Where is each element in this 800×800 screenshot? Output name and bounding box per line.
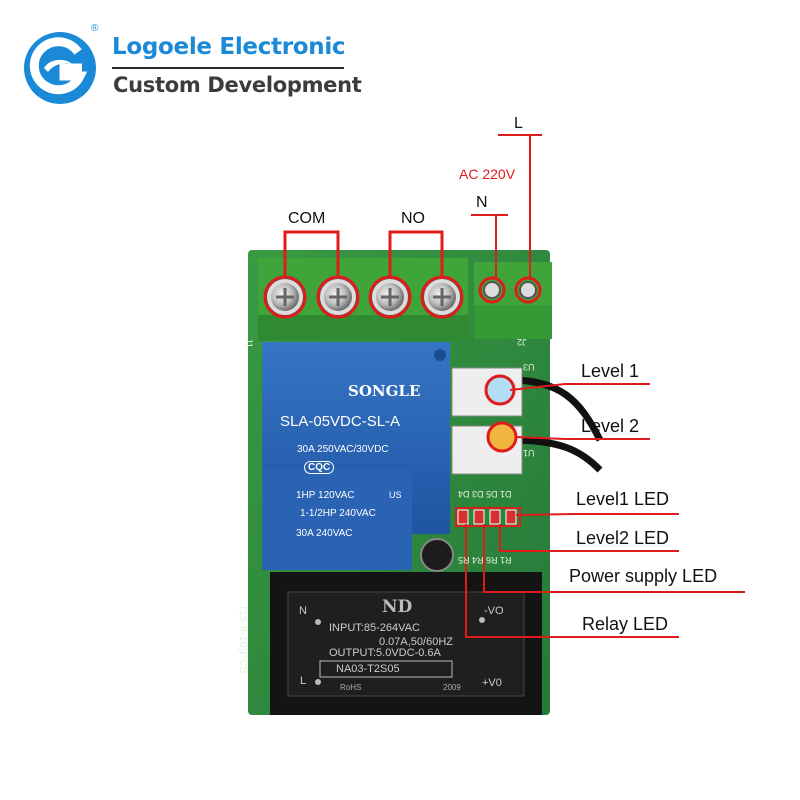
callout-level1-led: Level1 LED xyxy=(576,489,670,509)
silk-u3: U3 xyxy=(523,362,535,372)
power-year: 2009 xyxy=(443,683,461,692)
silk-j2: J2 xyxy=(517,337,527,347)
callout-level2-led: Level2 LED xyxy=(576,528,670,548)
no-label: NO xyxy=(401,210,425,227)
relay-rating3: 1-1/2HP 240VAC xyxy=(300,508,376,519)
power-pin-vo-pos: +V0 xyxy=(482,677,502,689)
relay-model: SLA-05VDC-SL-A xyxy=(280,413,401,430)
power-pin-vo-neg: -VO xyxy=(484,605,504,617)
relay-brand: SONGLE xyxy=(348,382,421,400)
power-module-logo: ND xyxy=(382,597,413,617)
power-input: INPUT:85-264VAC xyxy=(329,622,420,634)
l-label: L xyxy=(514,115,523,132)
silk-j1: J1 xyxy=(243,338,254,348)
logo-mark-icon xyxy=(24,32,96,104)
power-output: OUTPUT:5.0VDC-0.6A xyxy=(329,647,441,659)
power-model: NA03-T2S05 xyxy=(336,663,400,675)
brand-logo xyxy=(20,28,100,108)
silk-res-ids: R1 R6 R4 R5 xyxy=(458,555,512,565)
com-label: COM xyxy=(288,210,326,227)
relay-ul-mark: US xyxy=(389,490,402,500)
status-leds xyxy=(457,509,517,525)
relay-rating4: 30A 240VAC xyxy=(296,528,353,539)
brand-divider xyxy=(112,67,344,69)
brand-title: Logoele Electronic xyxy=(112,34,346,60)
silk-u1: U1 xyxy=(523,448,535,458)
power-pin-l: L xyxy=(300,675,307,687)
callout-level2: Level 2 xyxy=(581,416,640,436)
callout-power-led: Power supply LED xyxy=(569,566,718,586)
power-input-current: 0.07A,50/60HZ xyxy=(379,636,453,648)
relay-rating2: 1HP 120VAC xyxy=(296,490,355,501)
pcb-marking: (15-6-10)PCB xyxy=(236,606,249,674)
capacitor xyxy=(420,538,454,572)
registered-mark: ® xyxy=(91,23,99,34)
ac-voltage-label: AC 220V xyxy=(459,166,516,182)
no-bracket xyxy=(388,230,444,277)
n-label: N xyxy=(476,194,488,211)
sensor-cable xyxy=(509,376,604,442)
power-rohs: RoHS xyxy=(340,683,362,692)
relay-cert-badge: CQC xyxy=(304,461,335,474)
callout-relay-led: Relay LED xyxy=(582,614,669,634)
callout-level1: Level 1 xyxy=(581,361,640,381)
power-pin-n: N xyxy=(299,605,307,617)
silk-led-ids: D1 D5 D3 D4 xyxy=(458,489,512,499)
relay-rating1: 30A 250VAC/30VDC xyxy=(297,444,389,455)
brand-subtitle: Custom Development xyxy=(113,73,362,97)
com-bracket xyxy=(283,230,340,277)
